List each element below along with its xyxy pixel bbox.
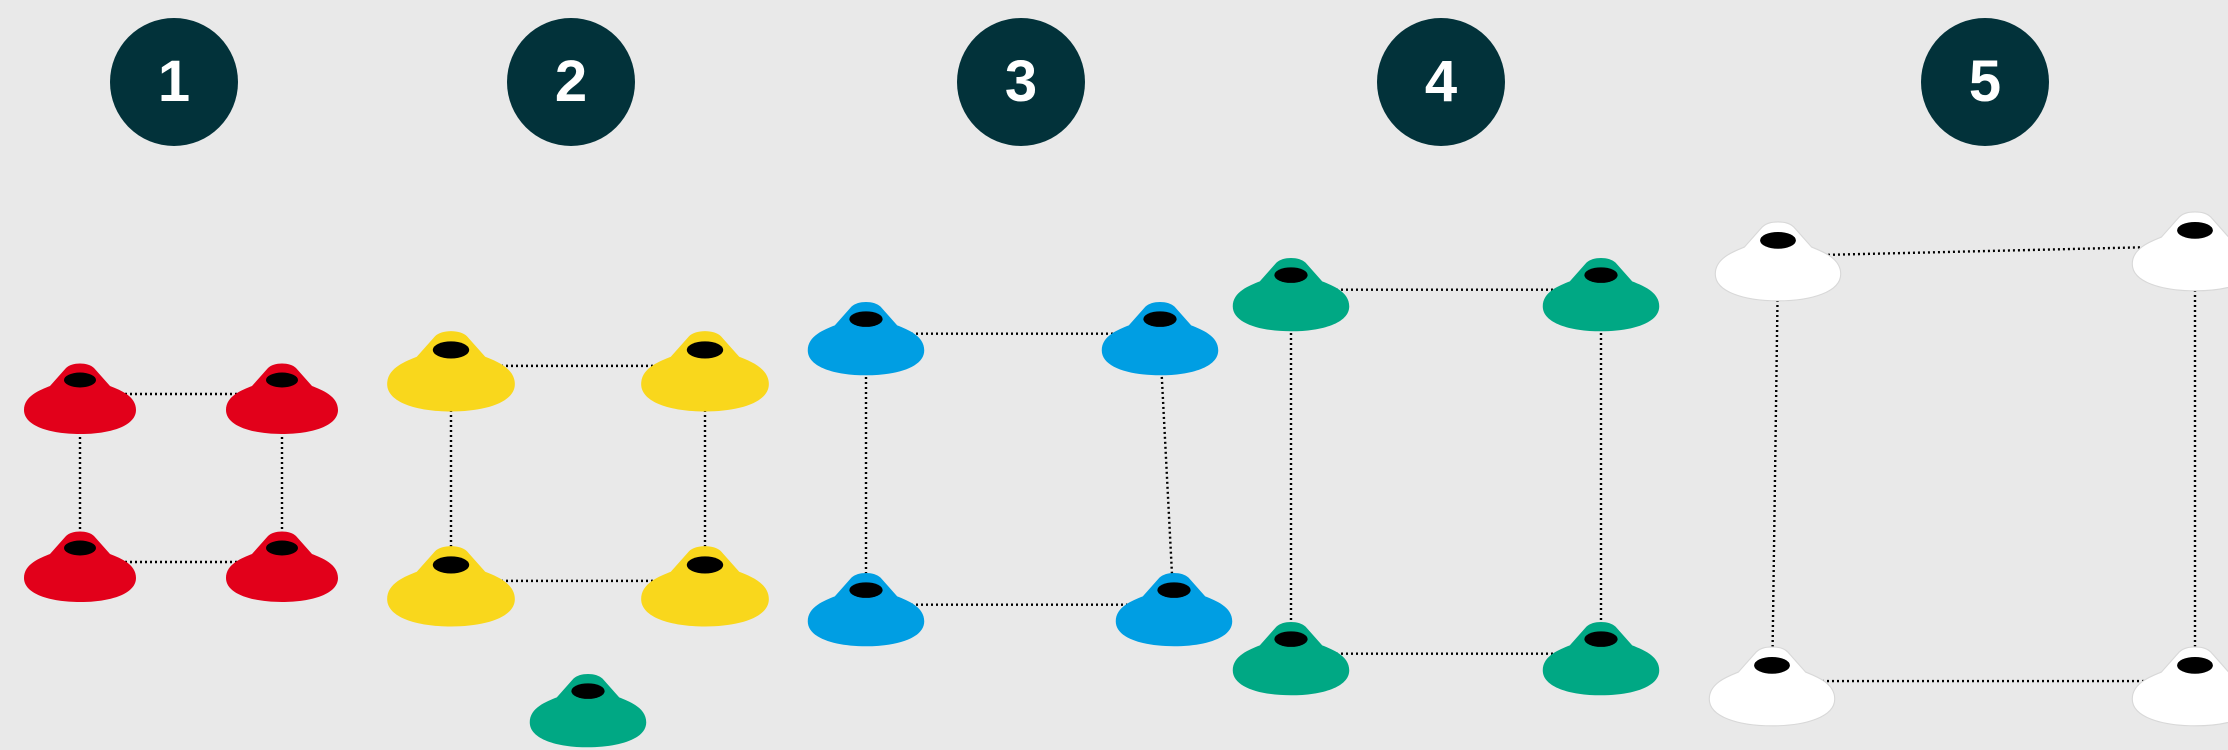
cone-1-bottom-right [226,531,338,602]
dotted-line-5-left [1770,264,1780,691]
station-number-badge-4: 4 [1377,18,1505,146]
cone-3-bottom-left [807,572,925,647]
cone-4-top-left [1232,257,1350,332]
cone-2-top-right [641,331,769,412]
cone-4-bottom-left [1232,621,1350,696]
cone-1-top-left [24,363,136,434]
cone-5-bottom-right [2131,646,2228,727]
station-number-badge-5: 5 [1921,18,2049,146]
station-number-badge-2: 2 [507,18,635,146]
cone-2-bottom-left [387,546,515,627]
cone-3-top-left [807,301,925,376]
station-number-badge-1: 1 [110,18,238,146]
cone-5-top-left [1714,221,1842,302]
cone-4-bottom-right [1542,621,1660,696]
cone-3-top-right [1101,301,1219,376]
cone-5-bottom-left [1708,646,1836,727]
cone-1-top-right [226,363,338,434]
cone-1-bottom-left [24,531,136,602]
cone-2-bottom-right [641,546,769,627]
cone-3-bottom-right [1115,572,1233,647]
cone-4-top-right [1542,257,1660,332]
cone-5-top-right [2131,211,2228,292]
cone-2-top-left [387,331,515,412]
cone-extra [529,673,647,748]
dotted-line-5-top [1777,244,2196,258]
station-number-badge-3: 3 [957,18,1085,146]
dotted-line-3-right [1158,341,1176,614]
